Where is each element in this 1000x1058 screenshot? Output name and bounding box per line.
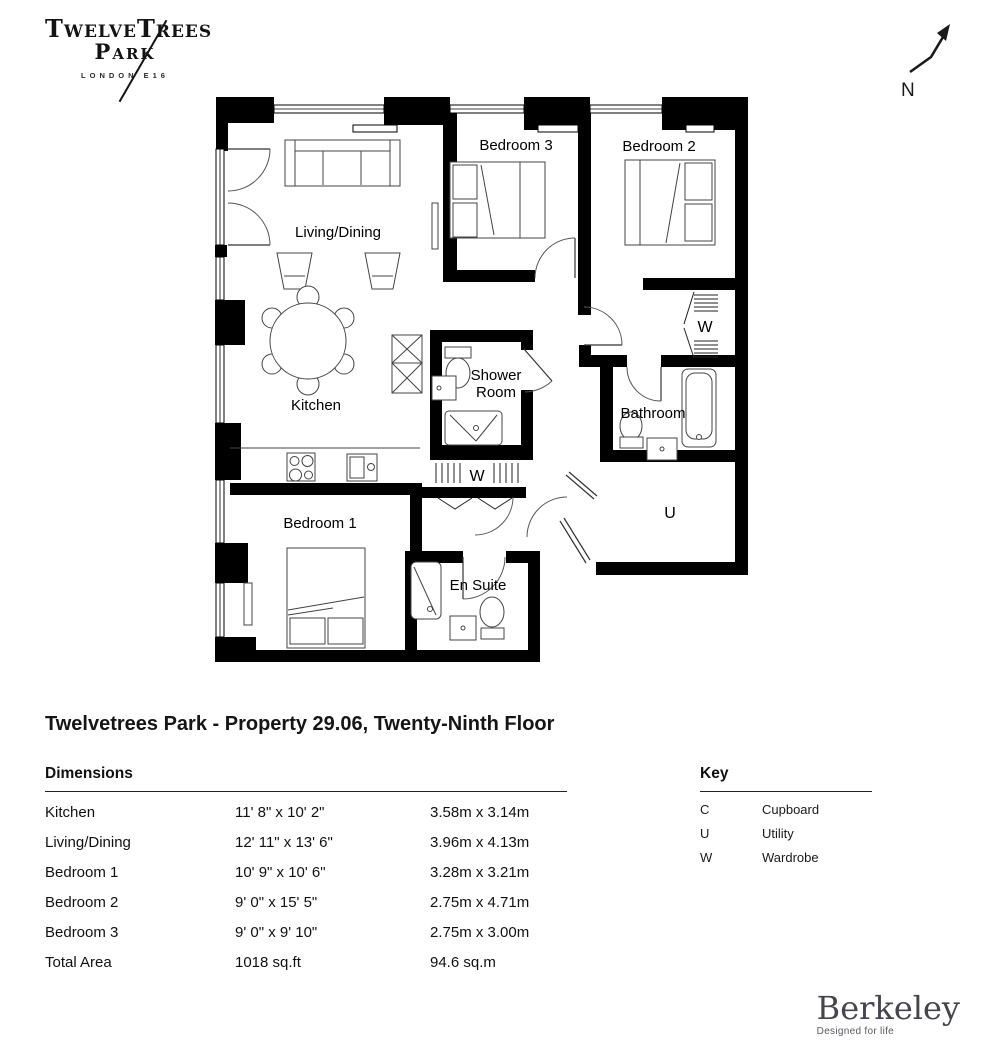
- windows: [215, 104, 715, 638]
- dimension-imperial: 12' 11" x 13' 6": [235, 833, 333, 851]
- dimension-room: Bedroom 3: [45, 923, 119, 941]
- radiator: [243, 582, 253, 626]
- dimension-room: Total Area: [45, 953, 112, 971]
- development-logo: TwelveTrees Park LONDON E16: [45, 14, 213, 103]
- furniture: [230, 139, 717, 649]
- dimensions-section: Dimensions Kitchen 11' 8" x 10' 2" 3.58m…: [45, 765, 567, 977]
- dimensions-heading: Dimensions: [45, 765, 567, 792]
- sofa: [284, 139, 401, 187]
- key-row: U Utility: [700, 821, 872, 845]
- dimension-imperial: 11' 8" x 10' 2": [235, 803, 325, 821]
- floor-plan-drawing: Living/Dining Bedroom 3 Bedroom 2 Kitche…: [215, 97, 748, 662]
- dimensions-rows: Kitchen 11' 8" x 10' 2" 3.58m x 3.14m Li…: [45, 797, 567, 977]
- key-section: Key C Cupboard U Utility W Wardrobe: [700, 765, 872, 869]
- logo-line2: Park: [94, 39, 156, 65]
- dimension-metric: 94.6 sq.m: [430, 953, 496, 971]
- dimension-row: Bedroom 2 9' 0" x 15' 5" 2.75m x 4.71m: [45, 887, 567, 917]
- page-title: Twelvetrees Park - Property 29.06, Twent…: [45, 713, 555, 735]
- dimension-metric: 3.28m x 3.21m: [430, 863, 530, 881]
- tv-unit: [431, 202, 439, 250]
- dimension-imperial: 9' 0" x 9' 10": [235, 923, 318, 941]
- dimension-row: Bedroom 3 9' 0" x 9' 10" 2.75m x 3.00m: [45, 917, 567, 947]
- shower-room-fixtures: [431, 346, 503, 446]
- bed-bedroom1: [286, 547, 366, 649]
- key-rows: C Cupboard U Utility W Wardrobe: [700, 797, 872, 869]
- marker-wardrobe-right: W: [697, 319, 713, 336]
- key-heading: Key: [700, 765, 872, 792]
- room-label-ensuite: En Suite: [450, 577, 507, 594]
- toilet: [479, 596, 505, 628]
- ensuite-fixtures: [410, 561, 505, 641]
- north-arrow-icon: N: [901, 24, 950, 101]
- marker-wardrobe-center: W: [469, 468, 485, 485]
- basin: [431, 375, 457, 401]
- dimension-row: Living/Dining 12' 11" x 13' 6" 3.96m x 4…: [45, 827, 567, 857]
- riser-shaft: [391, 334, 423, 394]
- key-row: W Wardrobe: [700, 845, 872, 869]
- dimension-metric: 2.75m x 4.71m: [430, 893, 530, 911]
- room-label-shower-line2: Room: [476, 384, 516, 401]
- key-code: W: [700, 849, 713, 865]
- dimension-imperial: 10' 9" x 10' 6": [235, 863, 326, 881]
- room-label-living: Living/Dining: [295, 224, 381, 241]
- north-label: N: [901, 80, 915, 101]
- dimension-imperial: 9' 0" x 15' 5": [235, 893, 318, 911]
- dimension-metric: 3.58m x 3.14m: [430, 803, 530, 821]
- doors: [227, 148, 662, 600]
- key-label: Wardrobe: [762, 849, 819, 865]
- logo-line1: TwelveTrees: [45, 14, 213, 43]
- toilet: [444, 346, 472, 359]
- dimension-room: Bedroom 2: [45, 893, 119, 911]
- dimension-imperial: 1018 sq.ft: [235, 953, 301, 971]
- kitchen-counter: [230, 447, 420, 482]
- room-label-bathroom: Bathroom: [620, 405, 685, 422]
- key-code: C: [700, 801, 710, 817]
- berkeley-tagline: Designed for life: [816, 1026, 895, 1037]
- dimension-metric: 2.75m x 3.00m: [430, 923, 530, 941]
- berkeley-logo: Berkeley Designed for life: [817, 992, 960, 1037]
- room-label-bedroom2: Bedroom 2: [622, 138, 695, 155]
- armchair: [276, 252, 401, 290]
- key-row: C Cupboard: [700, 797, 872, 821]
- room-label-shower-line1: Shower: [471, 367, 522, 384]
- room-label-bedroom1: Bedroom 1: [283, 515, 356, 532]
- bathroom-fixtures: [619, 368, 717, 461]
- dimension-room: Kitchen: [45, 803, 96, 821]
- dimension-room: Bedroom 1: [45, 863, 119, 881]
- bed-bedroom2: [624, 159, 716, 246]
- dimension-row: Kitchen 11' 8" x 10' 2" 3.58m x 3.14m: [45, 797, 567, 827]
- dimension-row: Total Area 1018 sq.ft 94.6 sq.m: [45, 947, 567, 977]
- room-labels: Living/Dining Bedroom 3 Bedroom 2 Kitche…: [283, 137, 713, 594]
- key-label: Cupboard: [762, 801, 820, 817]
- room-label-kitchen: Kitchen: [291, 397, 341, 414]
- dimension-room: Living/Dining: [45, 833, 131, 851]
- wardrobe-hatching: [435, 291, 718, 510]
- dining-table: [261, 285, 355, 396]
- key-label: Utility: [762, 825, 794, 841]
- dimension-row: Bedroom 1 10' 9" x 10' 6" 3.28m x 3.21m: [45, 857, 567, 887]
- logo-location: LONDON E16: [81, 71, 169, 81]
- key-code: U: [700, 825, 710, 841]
- berkeley-brand: Berkeley: [816, 989, 960, 1027]
- dimension-metric: 3.96m x 4.13m: [430, 833, 530, 851]
- marker-utility: U: [664, 505, 676, 522]
- room-label-bedroom3: Bedroom 3: [479, 137, 552, 154]
- bed-bedroom3: [449, 161, 546, 239]
